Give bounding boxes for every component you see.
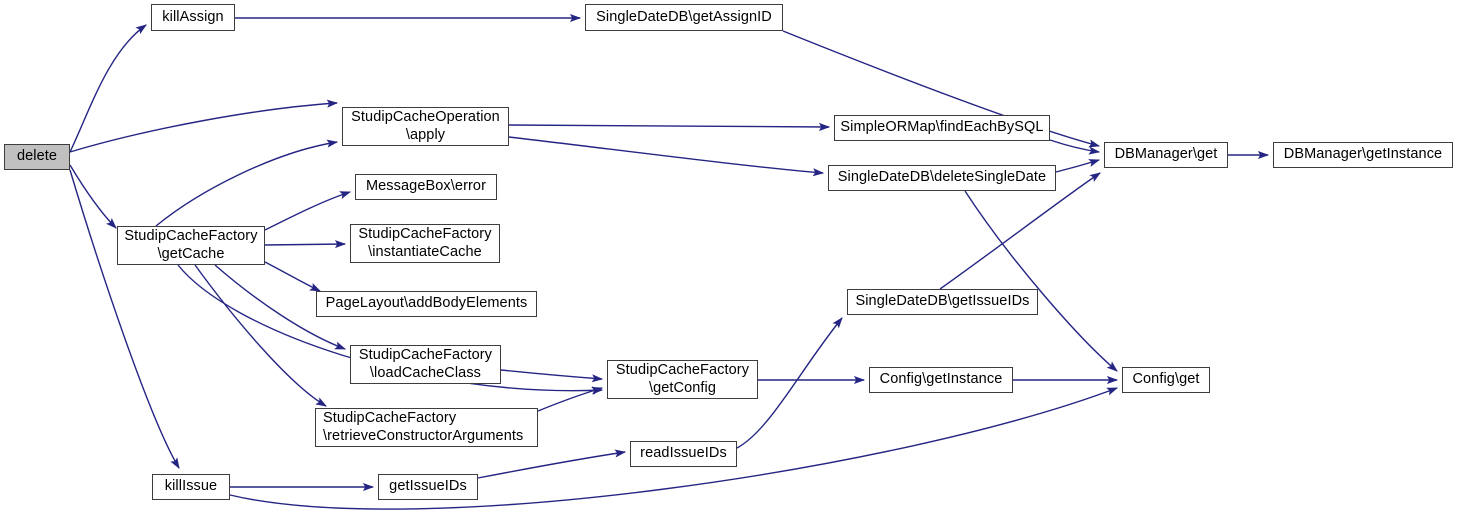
graph-node-loadCacheClass[interactable]: StudipCacheFactory \loadCacheClass (350, 345, 501, 384)
graph-node-getCache[interactable]: StudipCacheFactory \getCache (117, 226, 265, 265)
graph-node-cacheOpApply[interactable]: StudipCacheOperation \apply (342, 107, 509, 146)
graph-node-instantiateCache[interactable]: StudipCacheFactory \instantiateCache (350, 224, 500, 263)
graph-node-messageBoxError[interactable]: MessageBox\error (355, 174, 497, 200)
graph-node-getConfig[interactable]: StudipCacheFactory \getConfig (607, 360, 758, 399)
graph-node-addBodyElements[interactable]: PageLayout\addBodyElements (316, 291, 537, 317)
graph-node-readIssueIDs[interactable]: readIssueIDs (630, 441, 737, 467)
graph-node-configGet[interactable]: Config\get (1122, 367, 1210, 393)
edge-getCache-to-instantiateCache (264, 240, 347, 249)
graph-node-configGetInstance[interactable]: Config\getInstance (869, 367, 1013, 393)
edge-cacheOpApply-to-deleteSingleDate (508, 136, 825, 177)
graph-node-dbManagerGet[interactable]: DBManager\get (1104, 142, 1228, 168)
edge-cacheOpApply-to-findEachBySQL (508, 122, 831, 131)
edge-getCache-to-addBodyElements (264, 261, 322, 292)
graph-node-sdbGetIssueIDs[interactable]: SingleDateDB\getIssueIDs (847, 289, 1038, 315)
edge-deleteSingleDate-to-configGet (964, 190, 1118, 372)
edge-retrieveCtorArgs-to-getConfig (537, 387, 604, 412)
edge-delete-to-killAssign (69, 24, 147, 153)
graph-node-delete[interactable]: delete (4, 144, 70, 170)
graph-node-dbManagerGetInstance[interactable]: DBManager\getInstance (1273, 142, 1453, 168)
graph-node-killAssign[interactable]: killAssign (151, 4, 235, 31)
edge-getCache-to-retrieveCtorArgs (194, 264, 327, 407)
edge-findEachBySQL-to-dbManagerGet (1049, 139, 1101, 155)
graph-node-getIssueIDs[interactable]: getIssueIDs (378, 474, 478, 500)
edge-delete-to-killIssue (69, 169, 180, 469)
graph-node-retrieveCtorArgs[interactable]: StudipCacheFactory \retrieveConstructorA… (315, 408, 538, 447)
graph-node-findEachBySQL[interactable]: SimpleORMap\findEachBySQL (834, 115, 1050, 141)
edge-getCache-to-messageBoxError (264, 191, 352, 231)
graph-node-killIssue[interactable]: killIssue (152, 474, 230, 500)
edge-delete-to-cacheOpApply (69, 99, 339, 153)
edge-delete-to-getCache (69, 164, 117, 229)
edge-getCache-to-cacheOpApply (155, 139, 339, 227)
edge-loadCacheClass-to-getConfig (500, 369, 604, 383)
graph-node-deleteSingleDate[interactable]: SingleDateDB\deleteSingleDate (828, 165, 1056, 191)
edge-getIssueIDs-to-readIssueIDs (477, 449, 627, 479)
edge-deleteSingleDate-to-dbManagerGet (1055, 159, 1101, 173)
graph-node-getAssignID[interactable]: SingleDateDB\getAssignID (585, 4, 783, 31)
